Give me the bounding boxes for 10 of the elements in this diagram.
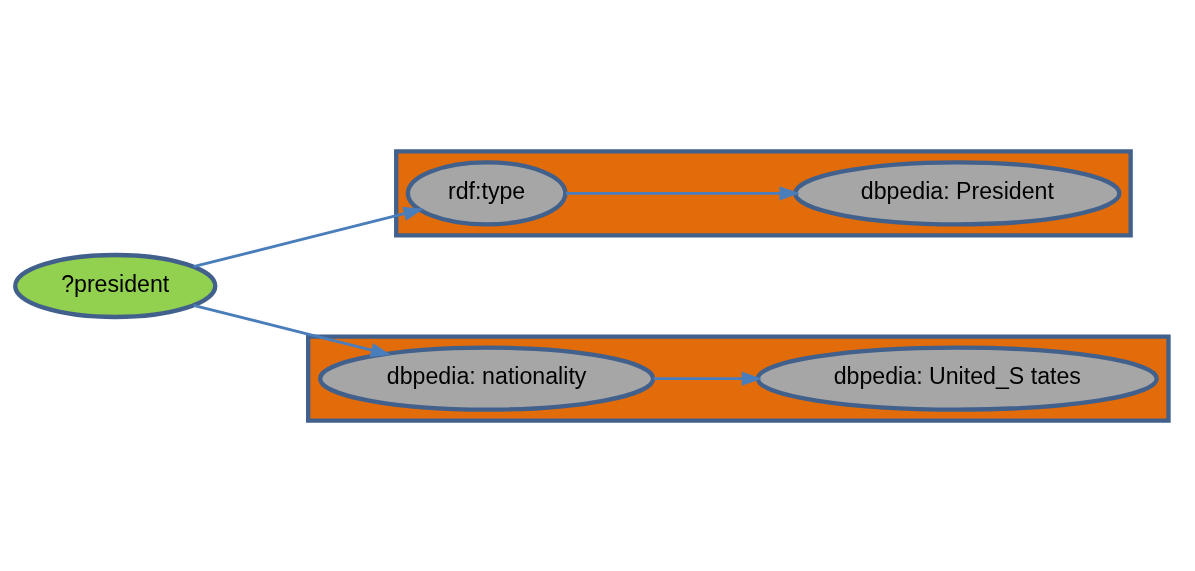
cluster bbox=[394, 148, 1133, 237]
cluster bbox=[306, 334, 1171, 423]
node-ellipse: ?president bbox=[13, 252, 218, 319]
arrow bbox=[565, 185, 800, 200]
node-ellipse: dbpedia: President bbox=[793, 159, 1122, 227]
arrow bbox=[653, 371, 763, 386]
arrow bbox=[193, 206, 424, 268]
node-ellipse: dbpedia: United_S tates bbox=[755, 344, 1159, 412]
arrow bbox=[193, 303, 391, 357]
node-ellipse: rdf:type bbox=[405, 159, 568, 227]
